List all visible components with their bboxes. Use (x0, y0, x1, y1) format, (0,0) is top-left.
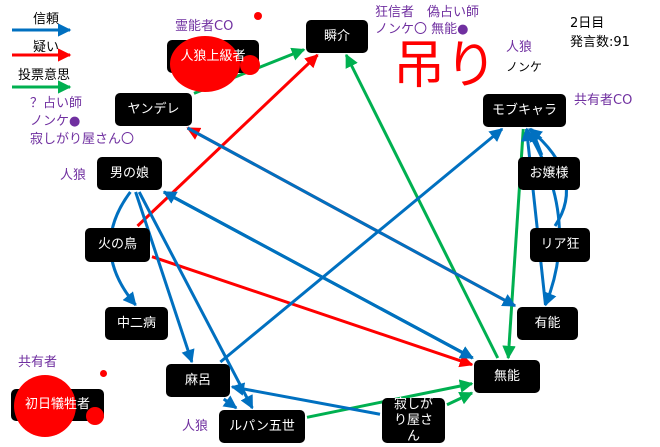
blood-splatter (14, 375, 76, 437)
label-kyoyu-co: 共有者CO (574, 93, 633, 108)
day-label: 2日目 (570, 16, 605, 31)
edge-trust-sabishi-to-maro (230, 382, 381, 416)
edge-trust-yuno-to-mob (521, 127, 547, 306)
node-mob[interactable]: モブキャラ (483, 94, 566, 127)
node-muno[interactable]: 無能 (474, 360, 540, 393)
node-yuno[interactable]: 有能 (517, 307, 578, 340)
edge-vote-muno-to-shunsuke (344, 53, 500, 359)
edge-trust-otokonoko-to-lupin (137, 191, 254, 410)
node-jinrou-jokyu[interactable]: 人狼上級者 (180, 48, 246, 64)
execution-label: 吊り (393, 36, 498, 96)
node-maro[interactable]: 麻呂 (166, 364, 230, 397)
game-info: 2日目 発言数:91 (570, 14, 630, 52)
blood-splatter (86, 407, 104, 425)
node-chuni[interactable]: 中二病 (105, 307, 168, 340)
edge-trust-maro-to-mob (219, 127, 504, 364)
node-hinotori[interactable]: 火の鳥 (85, 228, 150, 262)
label-reino-co: 霊能者CO (175, 19, 234, 34)
label-uranai-2: ノンケ● (30, 114, 81, 129)
edge-trust-mob-to-yuno (525, 128, 561, 307)
label-kyoshin-2: ノンケ〇 無能● (375, 22, 469, 37)
edge-trust-maro-to-lupin (222, 395, 238, 410)
legend-doubt-label: 疑い (33, 40, 60, 55)
execution-target: ノンケ (506, 60, 543, 74)
label-uranai-3: 寂しがり屋さん〇 (30, 132, 135, 147)
blood-splatter (170, 36, 240, 92)
edge-trust-otokonoko-to-maro (134, 191, 195, 364)
node-sabishi[interactable]: 寂しがり屋さん (382, 397, 445, 444)
node-yandere[interactable]: ヤンデレ (115, 93, 192, 126)
node-riakyo[interactable]: リア狂 (530, 228, 590, 262)
label-kyoshin-1: 狂信者 偽占い師 (375, 5, 480, 20)
blood-splatter (100, 370, 107, 377)
node-lupin[interactable]: ルパン五世 (219, 410, 305, 443)
node-shunsuke[interactable]: 瞬介 (306, 20, 368, 53)
label-kyoyu: 共有者 (18, 355, 58, 370)
label-uranai-1: ？占い師 (30, 96, 83, 111)
label-jinrou-left: 人狼 (60, 168, 87, 183)
edge-trust-muno-to-otokonoko (162, 190, 474, 360)
blood-splatter (240, 55, 260, 75)
label-jinrou-top: 人狼 (506, 40, 533, 55)
label-jinrou-lupin: 人狼 (182, 419, 209, 434)
edge-trust-yandere-to-yuno (186, 126, 517, 308)
node-shonichi[interactable]: 初日犠牲者 (24, 397, 90, 412)
blood-splatter (254, 12, 262, 20)
legend-trust-label: 信頼 (33, 12, 60, 27)
legend-vote-label: 投票意思 (18, 68, 71, 83)
node-ojousama[interactable]: お嬢様 (518, 157, 580, 190)
speech-count: 発言数:91 (570, 35, 630, 50)
node-otokonoko[interactable]: 男の娘 (97, 157, 162, 190)
edge-vote-sabishi-to-muno (446, 391, 474, 407)
edge-doubt-hinotori-to-muno (151, 255, 474, 368)
